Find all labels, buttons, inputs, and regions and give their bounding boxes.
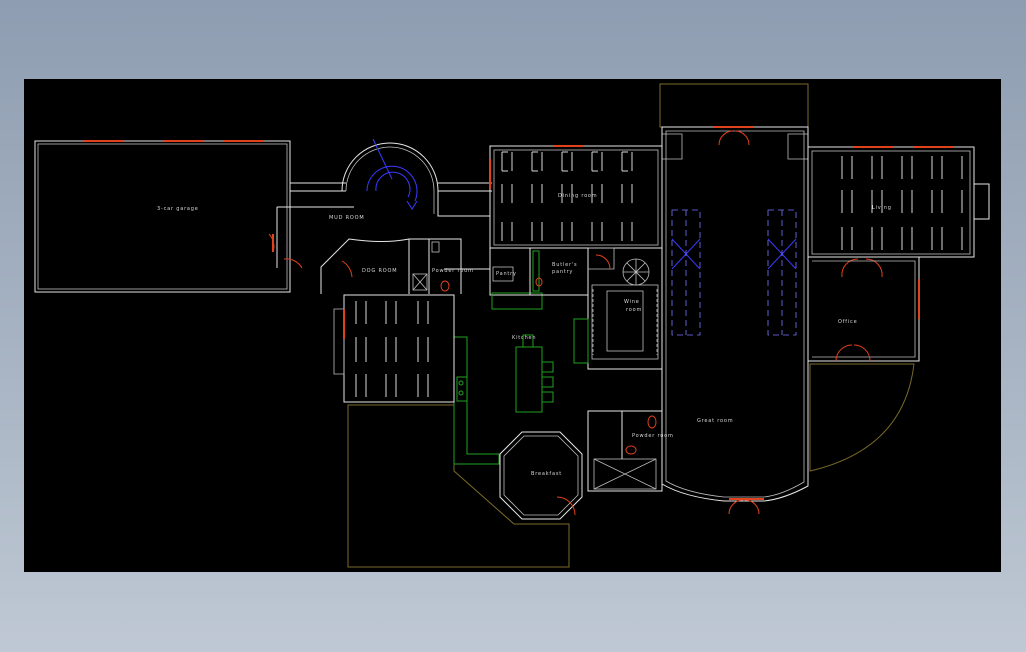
label-dog-room: DOG ROOM xyxy=(362,268,397,274)
floor-plan: 3-car garage MUD ROOM DOG ROOM Powder ro… xyxy=(34,83,990,568)
connector-hall xyxy=(438,182,492,192)
dog-room[interactable]: DOG ROOM Powder room xyxy=(320,238,474,294)
label-living: Living xyxy=(872,205,892,211)
living-room[interactable]: Living xyxy=(807,146,990,278)
label-powder-room-1: Powder room xyxy=(432,268,474,274)
west-sitting-area[interactable] xyxy=(333,294,455,403)
deck-right xyxy=(809,363,915,472)
powder-room-2[interactable]: Powder room xyxy=(587,410,674,492)
deck-top xyxy=(659,83,809,128)
label-dining-room: Dining room xyxy=(558,193,597,199)
garage-link-corridor xyxy=(276,182,354,268)
label-breakfast: Breakfast xyxy=(531,471,562,477)
pantry[interactable]: Pantry xyxy=(489,247,543,310)
kitchen[interactable]: Kitchen xyxy=(453,318,589,465)
wine-room[interactable]: Wine room xyxy=(587,247,663,370)
label-office: Office xyxy=(838,319,857,325)
great-room[interactable]: Great room xyxy=(661,126,809,515)
label-powder-room-2: Powder room xyxy=(632,433,674,439)
butlers-pantry[interactable]: Butler's pantry xyxy=(529,247,589,296)
dining-chairs xyxy=(501,151,633,241)
garage-room[interactable]: 3-car garage xyxy=(34,140,291,293)
dining-room[interactable]: Dining room xyxy=(489,145,663,249)
office-room[interactable]: Office xyxy=(808,256,920,362)
label-pantry: Pantry xyxy=(496,271,517,277)
breakfast-room[interactable]: Breakfast xyxy=(499,431,583,520)
label-kitchen: Kitchen xyxy=(512,335,536,341)
great-room-stairs xyxy=(671,209,797,336)
label-garage: 3-car garage xyxy=(157,206,199,212)
label-wine-room-1: Wine xyxy=(624,299,640,305)
label-great-room: Great room xyxy=(697,418,733,424)
label-mud-room: MUD ROOM xyxy=(329,215,364,221)
label-butlers-pantry-1: Butler's xyxy=(552,262,577,268)
mud-room[interactable]: MUD ROOM xyxy=(283,138,491,270)
cad-viewport[interactable]: 3-car garage MUD ROOM DOG ROOM Powder ro… xyxy=(24,79,1001,572)
label-wine-room-2: room xyxy=(626,307,642,313)
label-butlers-pantry-2: pantry xyxy=(552,269,573,275)
deck-bottom-left xyxy=(347,404,570,568)
